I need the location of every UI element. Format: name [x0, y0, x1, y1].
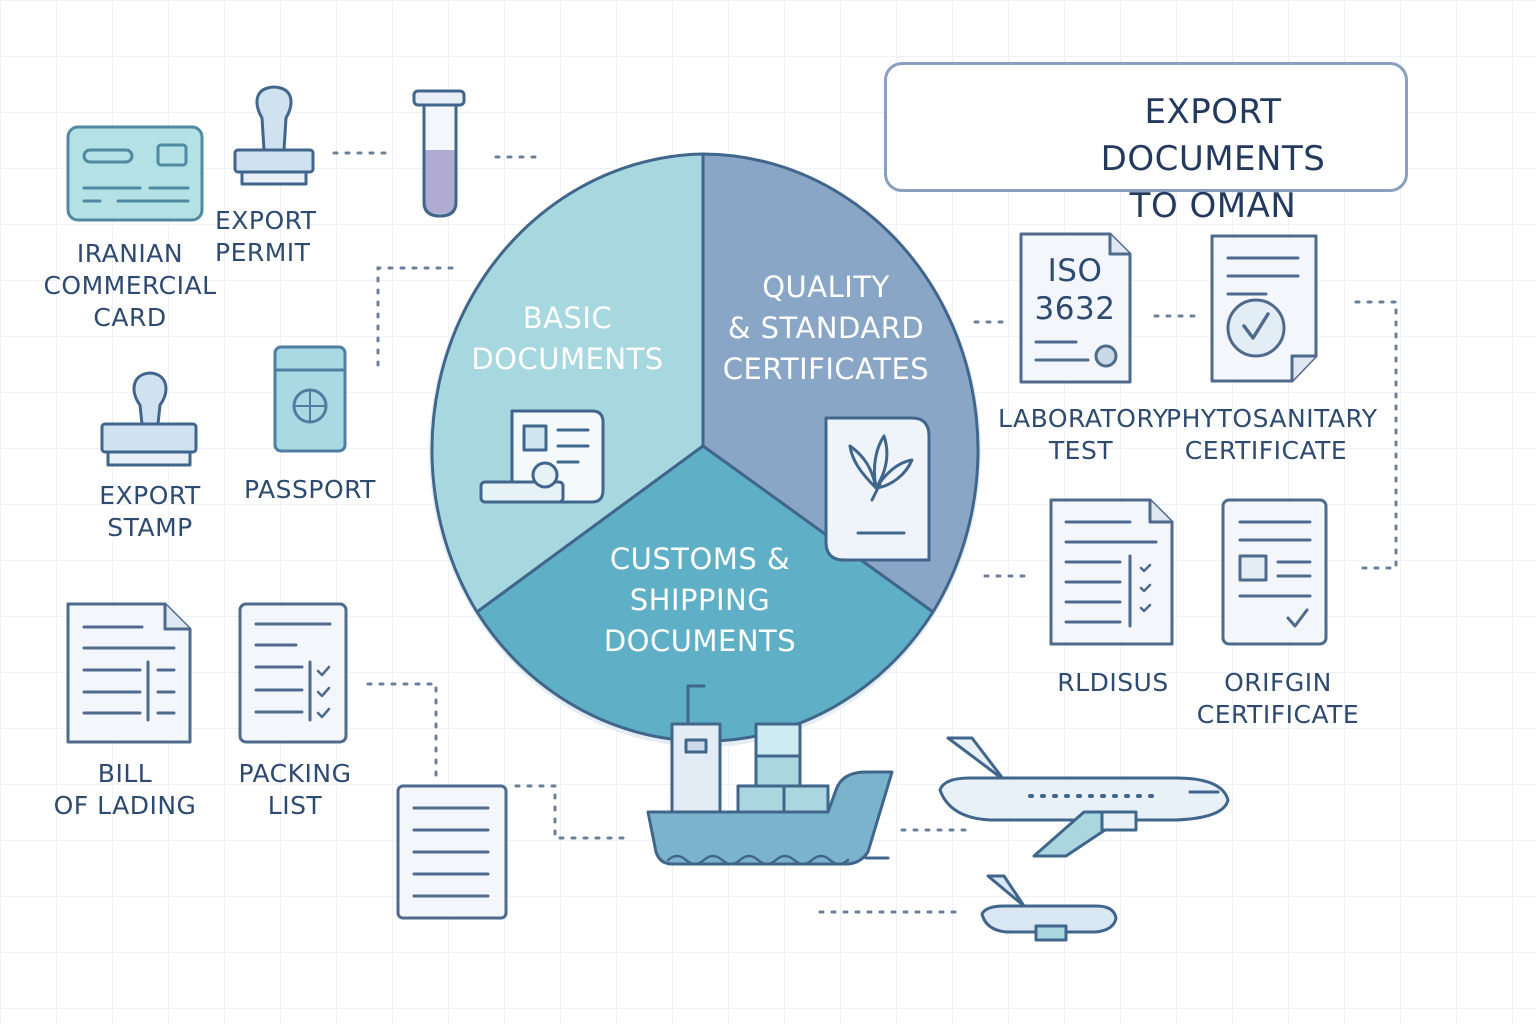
document-icon	[396, 784, 508, 920]
certificate-check-icon	[1210, 234, 1318, 383]
item-label-bill-of-lading: BILL OF LADING	[53, 759, 197, 820]
airplane-icon	[980, 874, 1118, 942]
form-icon	[1221, 498, 1328, 646]
test-tube-icon	[412, 89, 466, 218]
stamp-icon	[100, 371, 198, 467]
card-icon	[66, 125, 204, 222]
connector-doc-ship	[514, 784, 632, 840]
passport-icon	[273, 345, 347, 453]
segment-label-customs: CUSTOMS & SHIPPING DOCUMENTS	[603, 542, 797, 658]
iso-document-icon	[1019, 232, 1132, 384]
connector-packing-doc	[366, 682, 438, 777]
plant-certificate-icon	[824, 416, 931, 562]
segment-label-quality: QUALITY & STANDARD CERTIFICATES	[722, 270, 930, 386]
item-label-export-permit: EXPORT PERMIT	[215, 206, 317, 267]
item-label-passport: PASSPORT	[244, 475, 376, 504]
ship-icon	[646, 684, 894, 866]
item-label-packing-list: PACKING LIST	[238, 759, 352, 820]
airplane-icon	[938, 736, 1230, 858]
checklist-icon	[1049, 498, 1174, 646]
id-document-icon	[479, 409, 605, 504]
connector-right-bracket	[1354, 300, 1398, 570]
item-label-laboratory-test: LABORATORY TEST	[998, 404, 1169, 465]
item-label-phytosanitary: PHYTOSANITARY CERTIFICATE	[1166, 404, 1378, 465]
item-label-commercial-card: IRANIAN COMMERCIAL CARD	[43, 239, 217, 332]
document-icon	[66, 602, 192, 744]
item-label-origin-certificate: ORIFGIN CERTIFICATE	[1196, 668, 1360, 729]
dotted-connectors	[332, 151, 1398, 914]
title-box: EXPORT DOCUMENTS TO OMAN	[884, 62, 1408, 226]
page-title: EXPORT DOCUMENTS TO OMAN	[1100, 92, 1326, 226]
iso-label: ISO 3632	[1034, 253, 1116, 327]
item-label-export-stamp: EXPORT STAMP	[99, 481, 201, 542]
stamp-icon	[233, 85, 315, 186]
item-label-rldisus: RLDISUS	[1057, 668, 1169, 697]
checklist-icon	[238, 602, 348, 744]
connector-left-basic	[376, 266, 462, 367]
segment-label-basic: BASIC DOCUMENTS	[471, 301, 664, 376]
